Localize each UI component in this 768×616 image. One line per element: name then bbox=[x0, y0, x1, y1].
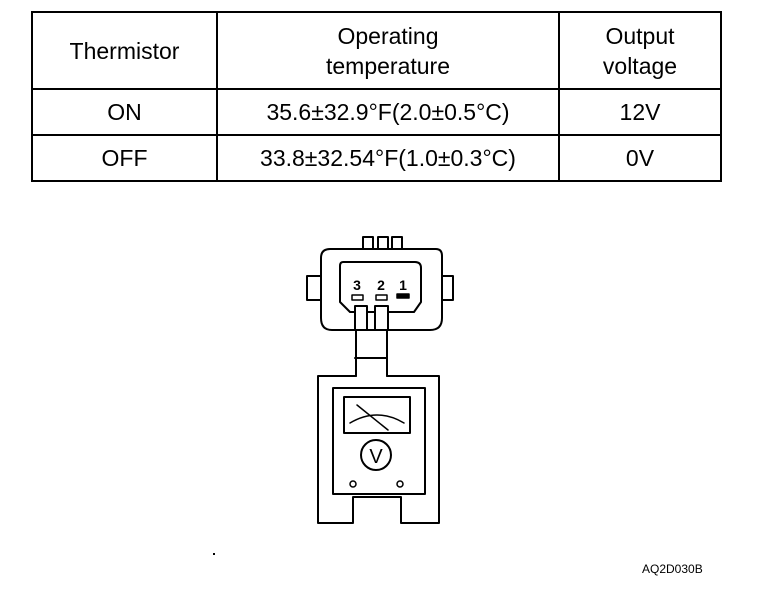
cell-temperature: 35.6±32.9°F(2.0±0.5°C) bbox=[216, 88, 560, 136]
table-row: OFF 33.8±32.54°F(1.0±0.3°C) 0V bbox=[31, 134, 722, 182]
dial-scale-arc bbox=[349, 414, 405, 424]
pin-terminals bbox=[351, 293, 410, 301]
header-output-label-line1: Output bbox=[605, 22, 675, 49]
probe-clip-left bbox=[354, 305, 368, 331]
header-operating-label-line1: Operating bbox=[337, 22, 439, 49]
header-thermistor-label: Thermistor bbox=[69, 37, 180, 64]
pin-labels: 3 2 1 bbox=[353, 277, 407, 293]
dial-needle bbox=[356, 404, 389, 431]
figure-code: AQ2D030B bbox=[642, 562, 703, 576]
header-output-label-line2: voltage bbox=[602, 52, 678, 79]
pin-terminal bbox=[375, 294, 388, 301]
pin-1-label: 1 bbox=[399, 277, 407, 293]
cell-state: ON bbox=[31, 88, 218, 136]
voltage-symbol-letter: V bbox=[369, 446, 383, 468]
header-output-voltage: Output voltage bbox=[558, 11, 722, 90]
test-terminal-left bbox=[349, 480, 357, 488]
pin-3-label: 3 bbox=[353, 277, 361, 293]
specks bbox=[213, 553, 215, 555]
voltmeter-connection-diagram: 3 2 1 V bbox=[306, 236, 454, 524]
cell-temperature: 33.8±32.54°F(1.0±0.3°C) bbox=[216, 134, 560, 182]
pin-terminal bbox=[351, 294, 364, 301]
voltmeter-inner-outline bbox=[355, 357, 388, 377]
header-operating-temperature: Operating temperature bbox=[216, 11, 560, 90]
connector-side-lug-left bbox=[306, 275, 322, 301]
test-terminal-right bbox=[396, 480, 404, 488]
cell-state: OFF bbox=[31, 134, 218, 182]
table-header-row: Thermistor Operating temperature Output … bbox=[31, 11, 722, 90]
specification-table: Thermistor Operating temperature Output … bbox=[31, 11, 722, 182]
header-operating-label-line2: temperature bbox=[325, 52, 450, 79]
voltmeter-body bbox=[317, 375, 440, 524]
voltage-symbol-circle bbox=[360, 439, 392, 471]
table-row: ON 35.6±32.9°F(2.0±0.5°C) 12V bbox=[31, 88, 722, 136]
header-thermistor: Thermistor bbox=[31, 11, 218, 90]
pin-terminal bbox=[396, 293, 410, 299]
probe-clip-right bbox=[374, 305, 389, 331]
cell-voltage: 12V bbox=[558, 88, 722, 136]
pin-2-label: 2 bbox=[377, 277, 385, 293]
cell-voltage: 0V bbox=[558, 134, 722, 182]
